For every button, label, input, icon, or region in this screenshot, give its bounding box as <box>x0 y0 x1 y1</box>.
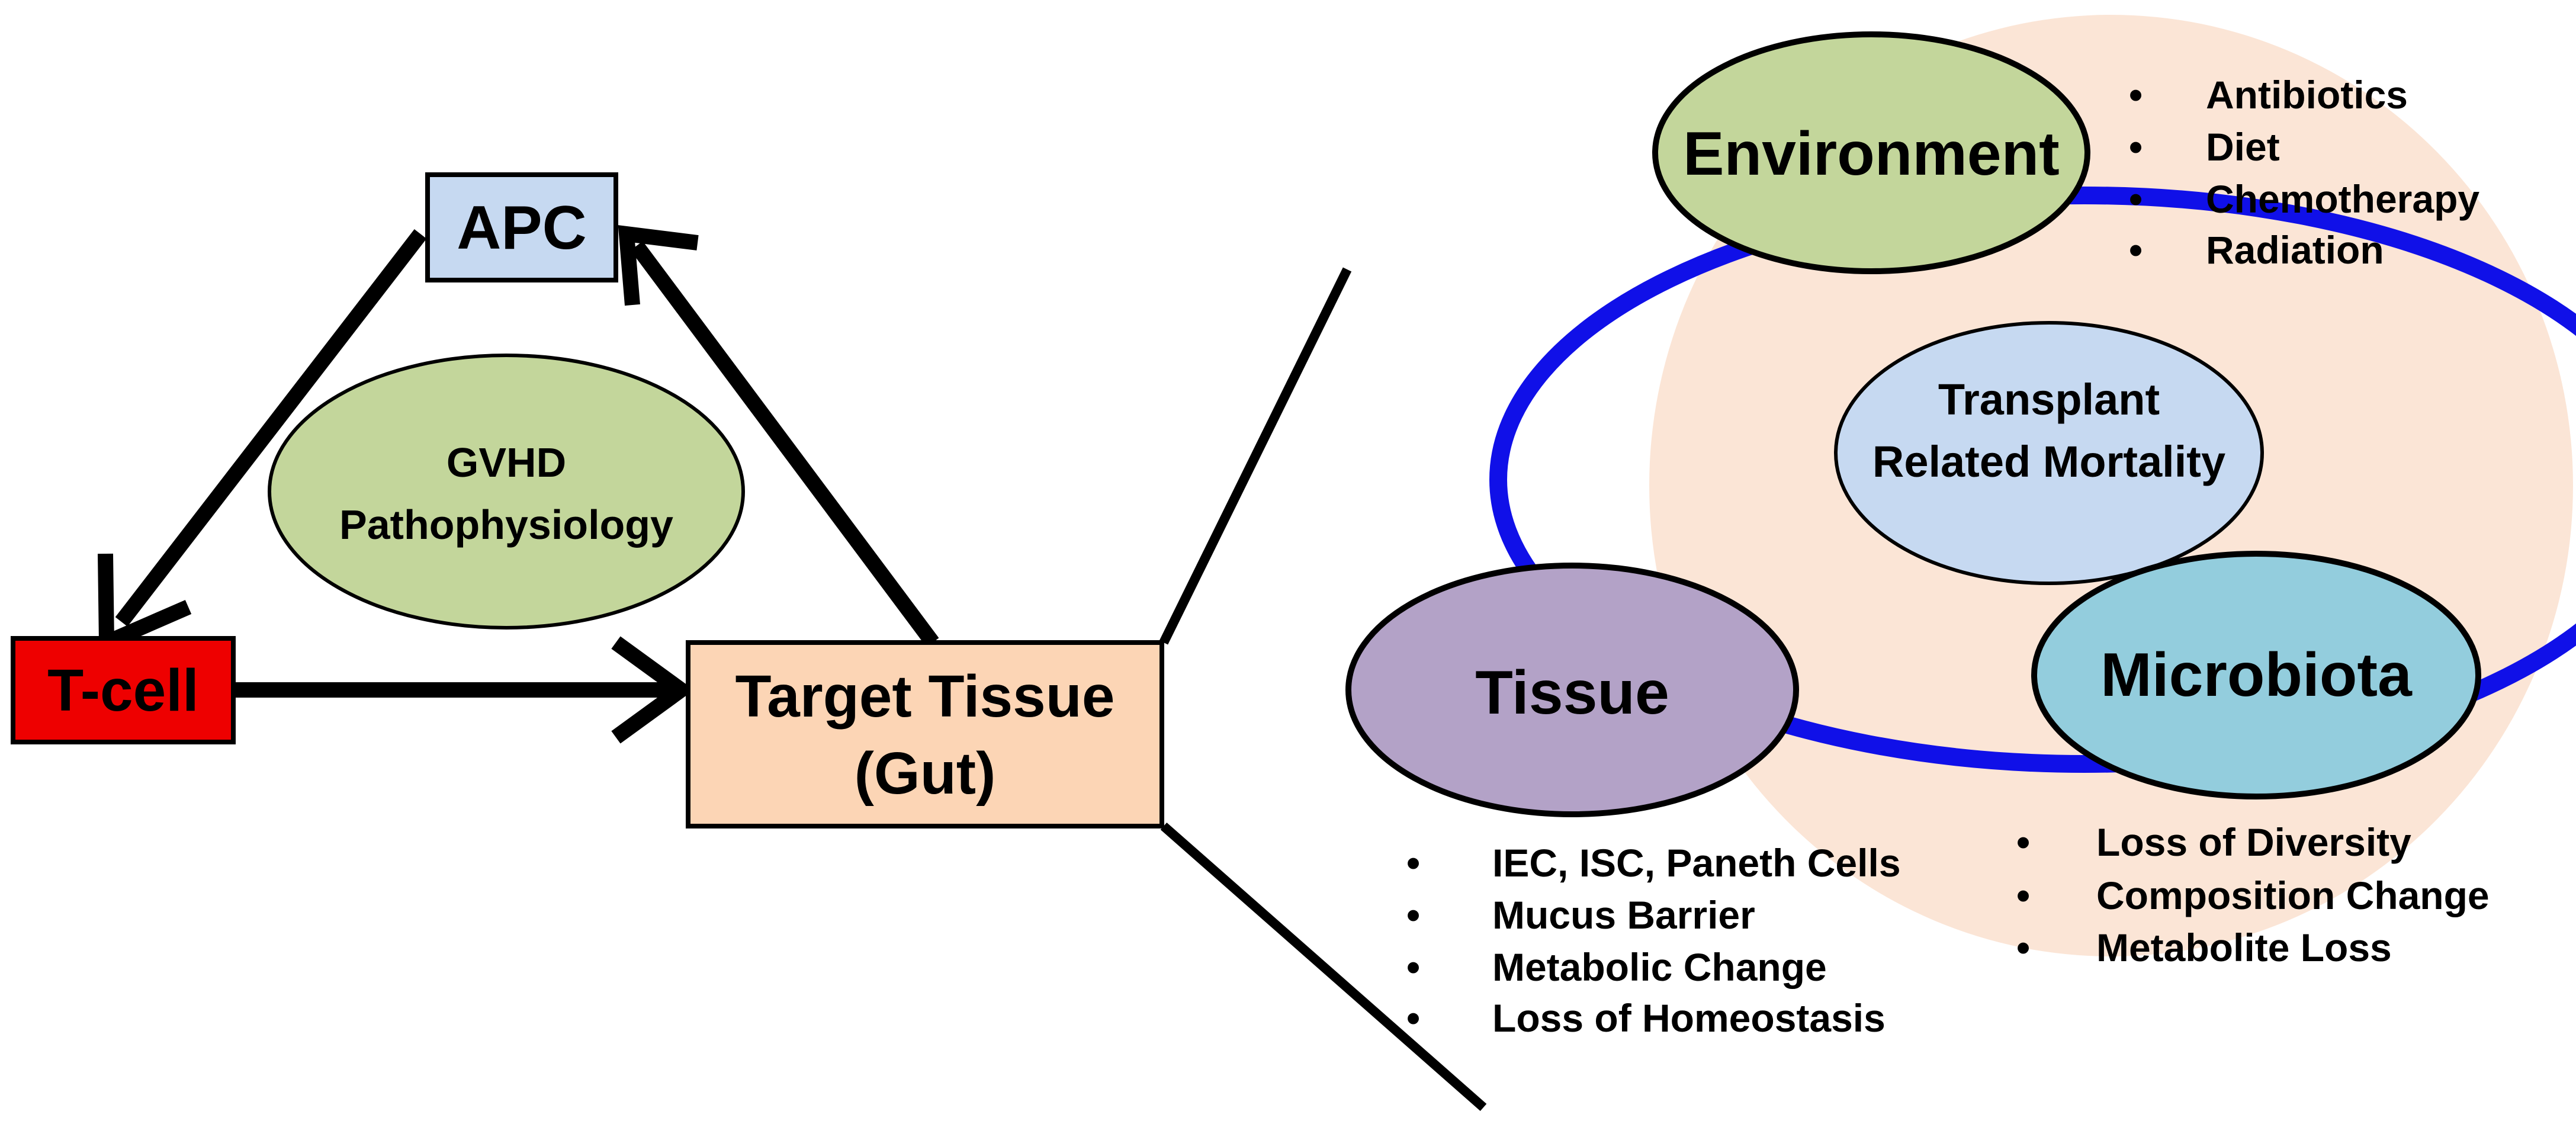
target-tissue-node: Target Tissue (Gut) <box>686 640 1164 828</box>
tcell-label: T-cell <box>47 657 199 724</box>
gvhd-label: GVHD <box>447 439 566 486</box>
center-label: Transplant <box>1938 375 2160 424</box>
svg-text:•: • <box>1406 996 1420 1040</box>
list-item: Composition Change <box>2096 873 2490 917</box>
list-item: IEC, ISC, Paneth Cells <box>1492 841 1901 885</box>
tissue-factors-list: • IEC, ISC, Paneth Cells • Mucus Barrier… <box>1406 841 1901 1040</box>
svg-text:•: • <box>2129 125 2143 169</box>
zoom-line-lower <box>1160 822 1487 1112</box>
svg-text:•: • <box>2016 926 2030 969</box>
svg-text:•: • <box>1406 841 1420 885</box>
svg-text:•: • <box>2129 177 2143 221</box>
interaction-ring <box>1489 187 2576 773</box>
transplant-mortality-node: Transplant Related Mortality <box>1834 321 2264 585</box>
gvhd-sublabel: Pathophysiology <box>339 502 673 548</box>
list-item: Metabolite Loss <box>2096 926 2392 969</box>
svg-text:•: • <box>2016 820 2030 864</box>
apc-node: APC <box>425 172 618 282</box>
tcell-node: T-cell <box>11 636 236 744</box>
apc-label: APC <box>457 194 587 262</box>
svg-text:•: • <box>2129 228 2143 272</box>
list-item: Mucus Barrier <box>1492 893 1755 937</box>
environment-node: Environment <box>1652 31 2090 274</box>
arrow-tcell-to-target <box>234 636 695 744</box>
list-item: Loss of Homeostasis <box>1492 996 1886 1040</box>
list-item: Radiation <box>2206 228 2384 272</box>
center-sublabel: Related Mortality <box>1872 437 2225 486</box>
svg-text:•: • <box>1406 893 1420 937</box>
environment-label: Environment <box>1683 120 2060 188</box>
microbiota-label: Microbiota <box>2100 641 2413 709</box>
microbiota-node: Microbiota <box>2031 551 2481 799</box>
microbiota-factors-list: • Loss of Diversity • Composition Change… <box>2016 820 2490 969</box>
gvhd-pathophysiology-node: GVHD Pathophysiology <box>268 354 745 630</box>
environment-factors-list: • Antibiotics • Diet • Chemotherapy • Ra… <box>2129 73 2479 272</box>
tissue-node: Tissue <box>1345 563 1799 817</box>
zoom-line-upper <box>1159 267 1352 645</box>
arrow-target-to-apc <box>618 225 939 647</box>
list-item: Diet <box>2206 125 2280 169</box>
list-item: Loss of Diversity <box>2096 820 2411 864</box>
list-item: Chemotherapy <box>2206 177 2479 221</box>
target-tissue-label: Target Tissue <box>735 663 1115 730</box>
tissue-label: Tissue <box>1475 659 1669 727</box>
svg-text:•: • <box>2129 73 2143 117</box>
target-tissue-sublabel: (Gut) <box>855 740 996 807</box>
list-item: Antibiotics <box>2206 73 2408 117</box>
svg-text:•: • <box>2016 873 2030 917</box>
svg-text:•: • <box>1406 945 1420 989</box>
list-item: Metabolic Change <box>1492 945 1827 989</box>
